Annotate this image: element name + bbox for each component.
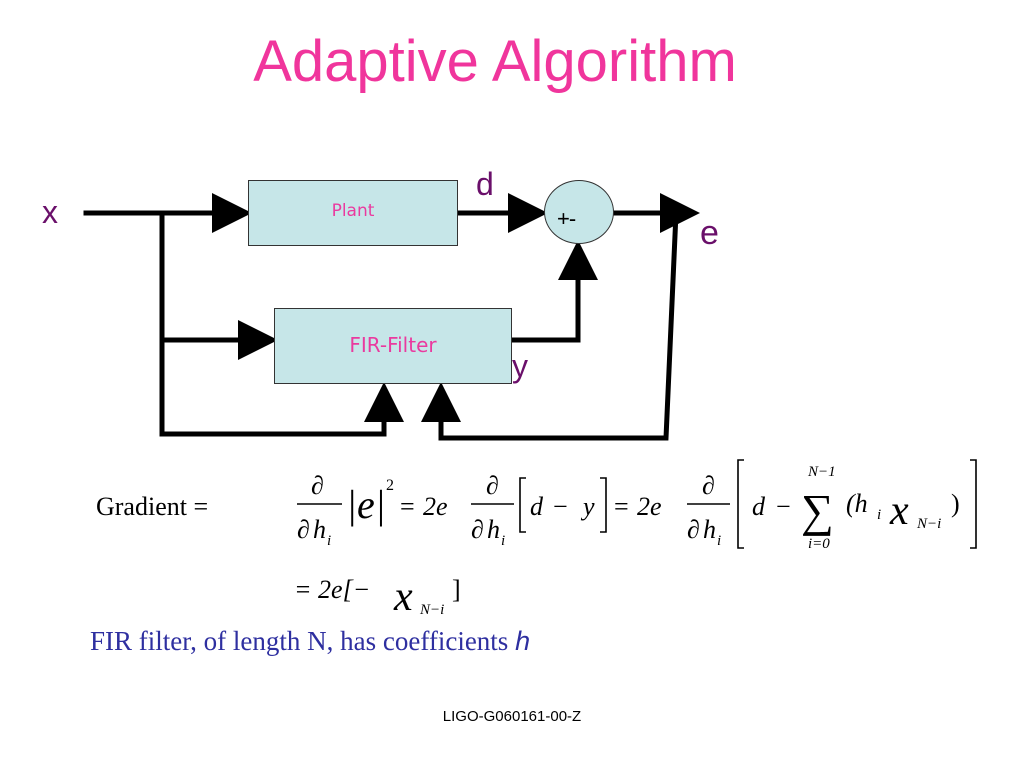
wire-x-branch — [159, 210, 404, 437]
minus-sign: − — [553, 492, 568, 521]
sum-lower-limit: i=0 — [808, 536, 830, 552]
d-symbol: d — [752, 492, 766, 521]
left-bracket — [519, 477, 526, 533]
d-symbol: d — [530, 492, 544, 521]
h-open: (h — [846, 489, 868, 518]
desired-signal-label: d — [476, 166, 494, 202]
summing-junction — [544, 180, 614, 244]
partial-symbol: ∂ — [702, 471, 715, 500]
equals-sign: = — [614, 492, 629, 521]
y-symbol: y — [580, 492, 595, 521]
partial-symbol: ∂ — [297, 515, 310, 544]
caption-symbol: h — [515, 626, 531, 656]
h-symbol: h — [313, 515, 326, 544]
partial-symbol: ∂ — [471, 515, 484, 544]
x-symbol: x — [393, 574, 413, 620]
two-e: 2e — [637, 492, 662, 521]
subscript-i: i — [327, 533, 331, 549]
caption-text: FIR filter, of length N, has coefficient… — [90, 626, 516, 656]
exponent-2: 2 — [386, 477, 394, 494]
line2-suffix: ] — [452, 575, 461, 604]
line2-prefix: = 2e[− — [294, 575, 370, 604]
subscript-n-minus-i: N−i — [916, 516, 941, 532]
fir-filter-label: FIR-Filter — [349, 333, 437, 357]
x-symbol: x — [889, 488, 909, 534]
subscript-n-minus-i: N−i — [419, 602, 444, 618]
error-signal-label: e — [700, 214, 719, 252]
output-signal-label: y — [512, 348, 528, 384]
h-symbol: h — [703, 515, 716, 544]
plant-block: Plant — [248, 180, 458, 246]
partial-symbol: ∂ — [486, 471, 499, 500]
gradient-label: Gradient = — [96, 492, 209, 521]
partial-symbol: ∂ — [687, 515, 700, 544]
sum-upper-limit: N−1 — [807, 464, 836, 480]
caption: FIR filter, of length N, has coefficient… — [90, 626, 530, 657]
two-e: 2e — [423, 492, 448, 521]
close-paren: ) — [951, 489, 960, 518]
subscript-i: i — [717, 533, 721, 549]
footer-id: LIGO-G060161-00-Z — [442, 708, 582, 725]
minus-sign: − — [776, 492, 791, 521]
subscript-i: i — [501, 533, 505, 549]
left-big-bracket — [737, 459, 744, 549]
input-signal-label: x — [42, 194, 58, 230]
sum-symbol: ∑ — [801, 485, 834, 536]
summing-junction-sign: +- — [557, 206, 576, 231]
right-big-bracket — [970, 459, 977, 549]
subscript-i: i — [877, 507, 881, 523]
slide-title: Adaptive Algorithm — [253, 29, 737, 94]
equals-sign: = — [400, 492, 415, 521]
wire-filter-to-summer — [509, 240, 598, 343]
wire-error-feedback — [421, 210, 679, 441]
partial-symbol: ∂ — [311, 471, 324, 500]
fir-filter-block: FIR-Filter — [274, 308, 512, 384]
h-symbol: h — [487, 515, 500, 544]
plant-label: Plant — [331, 201, 375, 221]
abs-e: |e| — [346, 482, 386, 527]
right-bracket — [600, 477, 607, 533]
